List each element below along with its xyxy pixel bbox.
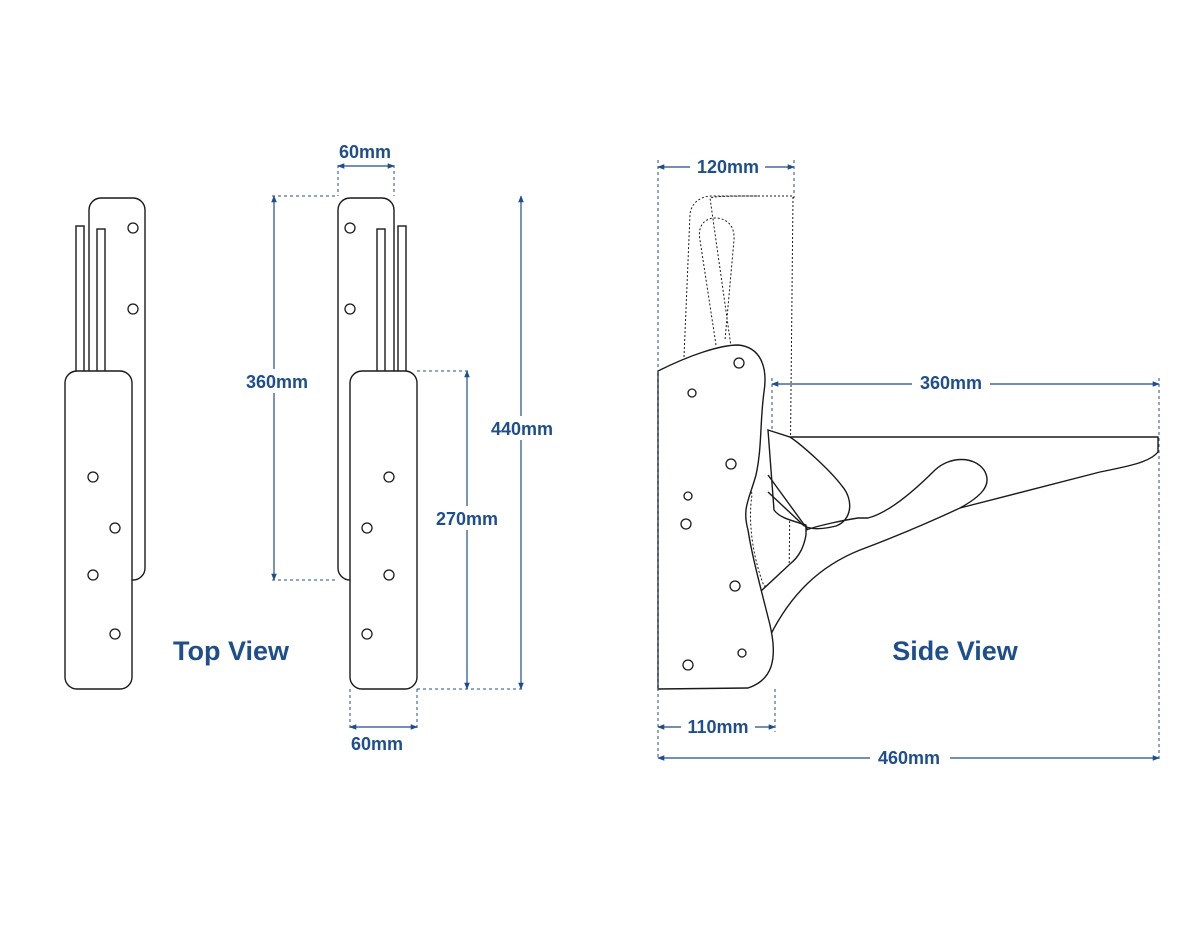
hole <box>737 648 747 658</box>
hole <box>683 491 693 501</box>
wall-bracket-plate <box>657 344 775 690</box>
top-view-bracket-dimensioned <box>337 197 418 690</box>
hole <box>725 458 737 470</box>
folded-arm-outline <box>709 195 794 587</box>
folded-arm-slot <box>698 217 735 346</box>
dim-label-120: 120mm <box>697 157 759 177</box>
hole <box>344 222 356 234</box>
hole <box>87 569 99 581</box>
dim-label-270: 270mm <box>436 509 498 529</box>
top-view-label: Top View <box>173 636 290 666</box>
side-view-drawing <box>657 195 1159 690</box>
hole <box>682 659 694 671</box>
folded-arm-back <box>683 195 758 358</box>
hole <box>87 471 99 483</box>
front-plate <box>64 370 133 690</box>
hinge-bar-inner <box>376 228 386 373</box>
hole <box>344 303 356 315</box>
side-view-label: Side View <box>892 636 1019 666</box>
top-view-extension-lines <box>272 165 525 730</box>
hole <box>109 522 121 534</box>
dim-label-460: 460mm <box>878 748 940 768</box>
arm-knuckle <box>805 458 988 531</box>
hinge-bar-outer <box>75 225 85 373</box>
hole <box>361 628 373 640</box>
hole <box>109 628 121 640</box>
front-plate <box>349 370 418 690</box>
hole <box>127 222 139 234</box>
dim-label-60-upper: 60mm <box>339 142 391 162</box>
arm-strut <box>767 474 809 531</box>
hinge-bar-inner <box>96 228 106 373</box>
hole <box>383 569 395 581</box>
hole <box>361 522 373 534</box>
dim-label-60-lower: 60mm <box>351 734 403 754</box>
top-view-bracket-left <box>64 197 146 690</box>
hole <box>383 471 395 483</box>
hole <box>127 303 139 315</box>
dim-label-440: 440mm <box>491 419 553 439</box>
top-view-dimensions: 60mm 360mm 270mm 440mm 60mm <box>240 142 560 754</box>
hole <box>729 580 741 592</box>
dim-label-360-side: 360mm <box>920 373 982 393</box>
hole <box>733 357 745 369</box>
dim-label-110: 110mm <box>687 717 748 737</box>
support-arm <box>759 429 1159 643</box>
hole <box>680 518 692 530</box>
hinge-bar-outer <box>397 225 407 373</box>
side-view-dimensions: 120mm 360mm 110mm 460mm <box>657 155 1160 770</box>
dim-label-360: 360mm <box>246 372 308 392</box>
hole <box>687 388 697 398</box>
